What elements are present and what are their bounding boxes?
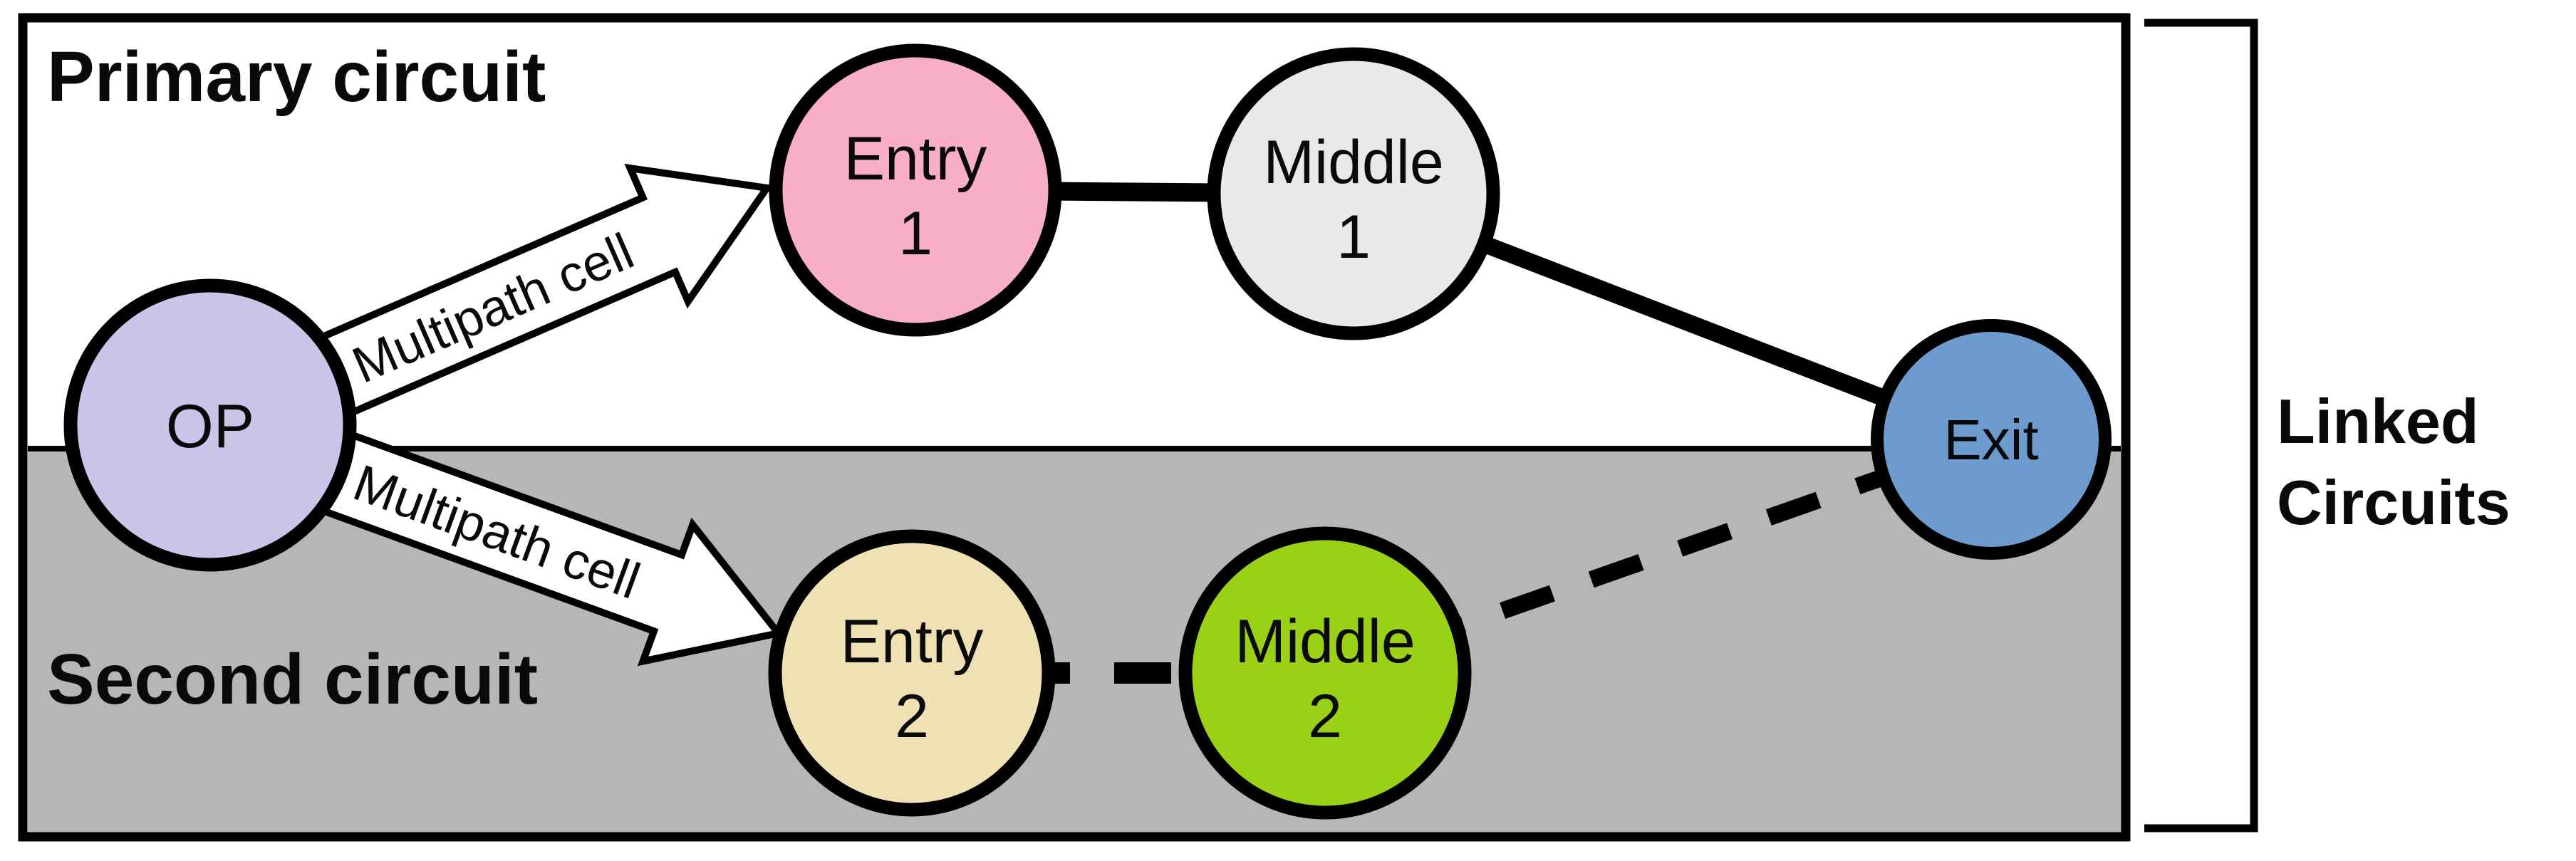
node-entry2	[768, 529, 1056, 817]
node-middle1-number: 1	[1336, 203, 1371, 271]
node-entry1-number: 1	[898, 199, 933, 268]
diagram-border	[18, 13, 2131, 842]
node-exit-label: Exit	[1943, 408, 2038, 471]
node-entry1	[769, 43, 1062, 337]
node-entry2-label: Entry	[841, 607, 984, 676]
node-entry1-label: Entry	[844, 125, 987, 193]
primary-circuit-title: Primary circuit	[47, 37, 546, 117]
node-op-label: OP	[166, 392, 254, 461]
node-op	[63, 278, 357, 572]
node-middle1-label: Middle	[1263, 128, 1443, 197]
node-middle2-number: 2	[1308, 682, 1342, 751]
linked-circuits-bracket	[2144, 19, 2258, 833]
node-exit	[1871, 319, 2112, 560]
multipath-arrow-top-shape	[285, 163, 774, 430]
node-middle2-label: Middle	[1235, 607, 1415, 676]
multipath-arrow-bottom-shape	[288, 419, 785, 667]
node-middle1	[1207, 47, 1500, 340]
node-entry2-number: 2	[895, 682, 929, 751]
second-circuit-title: Second circuit	[47, 640, 538, 719]
linked-circuits-label-line1: Linked	[2277, 386, 2479, 456]
linked-circuits-label-line2: Circuits	[2277, 467, 2510, 538]
node-middle2	[1178, 526, 1472, 820]
